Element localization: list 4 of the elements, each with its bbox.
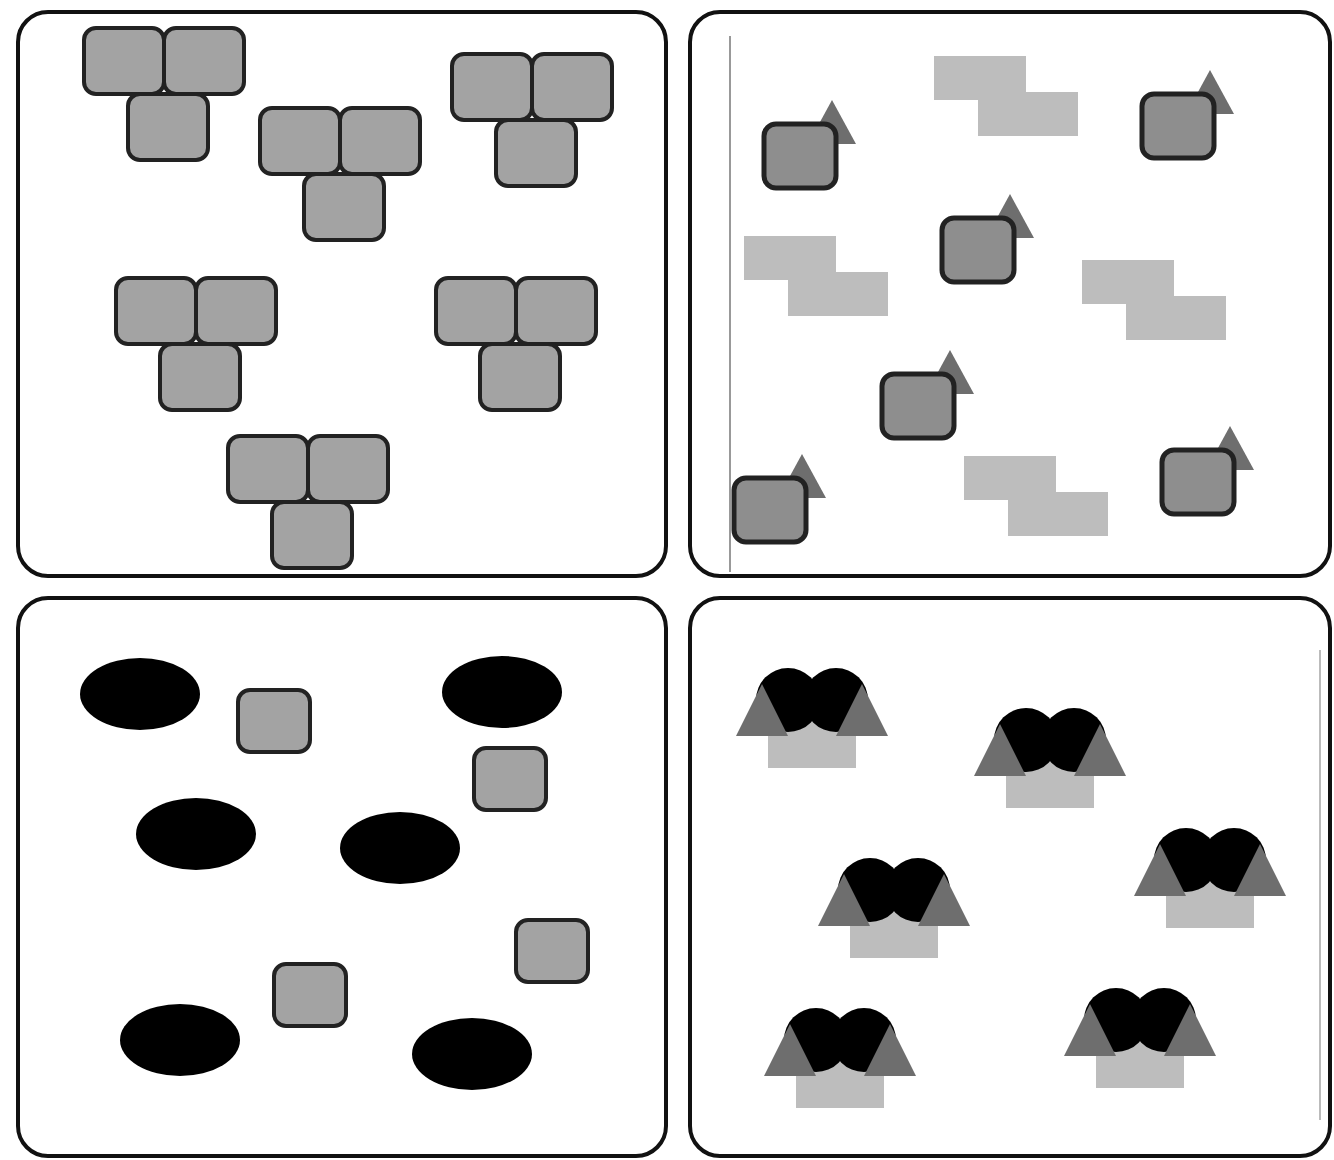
panel-frame bbox=[16, 10, 668, 578]
panel-frame bbox=[16, 596, 668, 1158]
panel-frame bbox=[688, 596, 1332, 1158]
panel-frame bbox=[688, 10, 1332, 578]
